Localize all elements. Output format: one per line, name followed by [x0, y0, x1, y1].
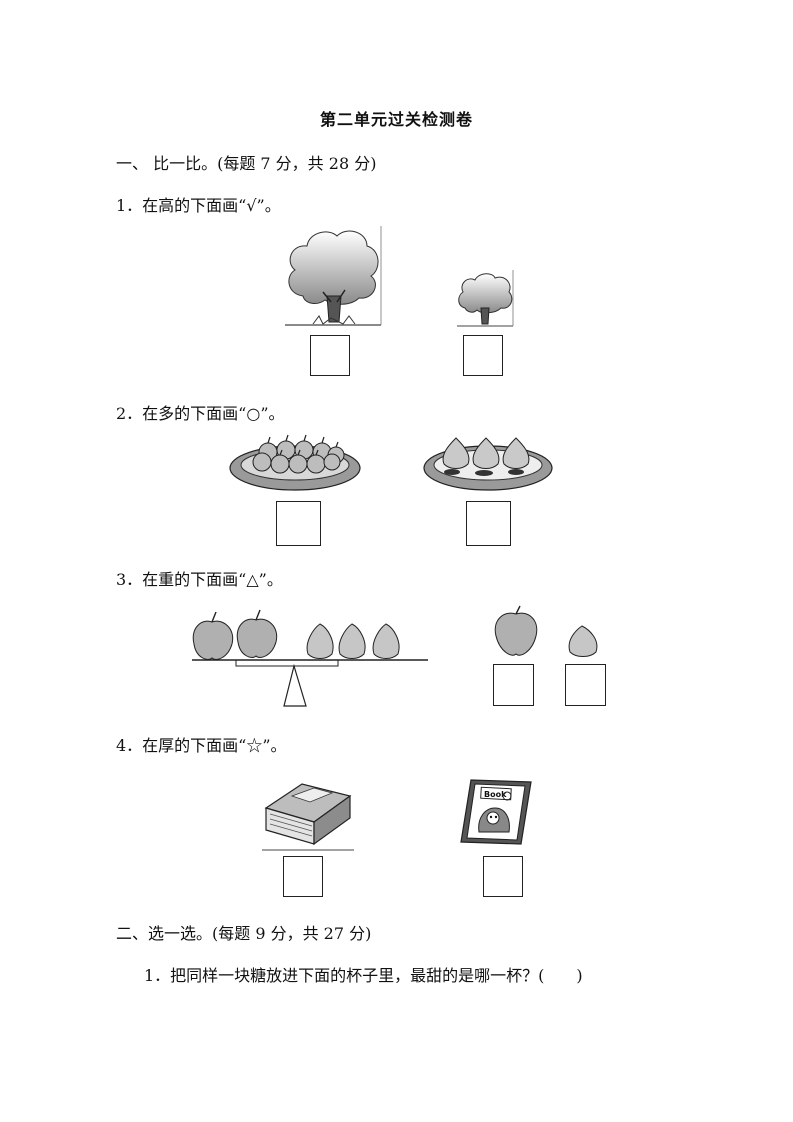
section1-heading: 一、 比一比。(每题 7 分，共 28 分)	[116, 154, 377, 173]
page-title: 第二单元过关检测卷	[319, 110, 473, 129]
thick-book-illustration	[262, 783, 354, 851]
answer-box-apples[interactable]	[276, 501, 321, 546]
thin-book-illustration: Book	[460, 779, 532, 845]
plate-of-apples-illustration	[229, 434, 361, 491]
answer-box-peaches[interactable]	[466, 501, 511, 546]
answer-box-peach[interactable]	[565, 664, 606, 706]
question-2: 2．在多的下面画“○”。	[116, 404, 285, 423]
section2-heading: 二、选一选。(每题 9 分，共 27 分)	[116, 924, 372, 943]
single-apple-illustration	[494, 605, 538, 656]
answer-box-thin-book[interactable]	[483, 856, 523, 897]
question-4: 4．在厚的下面画“☆”。	[116, 736, 287, 755]
answer-box-apple[interactable]	[493, 664, 534, 706]
answer-box-tall-tree[interactable]	[310, 335, 350, 376]
book-cover-title: Book	[484, 790, 507, 799]
balance-scale-illustration	[192, 609, 428, 707]
single-peach-illustration	[568, 625, 598, 657]
plate-of-peaches-illustration	[423, 437, 553, 491]
answer-box-thick-book[interactable]	[283, 856, 323, 897]
question-1: 1．在高的下面画“√”。	[116, 196, 281, 215]
tall-tree-illustration	[285, 226, 382, 326]
short-tree-illustration	[457, 270, 514, 327]
section2-question-1: 1．把同样一块糖放进下面的杯子里，最甜的是哪一杯？( )	[144, 966, 583, 985]
question-3: 3．在重的下面画“△”。	[116, 570, 283, 589]
answer-box-short-tree[interactable]	[463, 335, 503, 376]
